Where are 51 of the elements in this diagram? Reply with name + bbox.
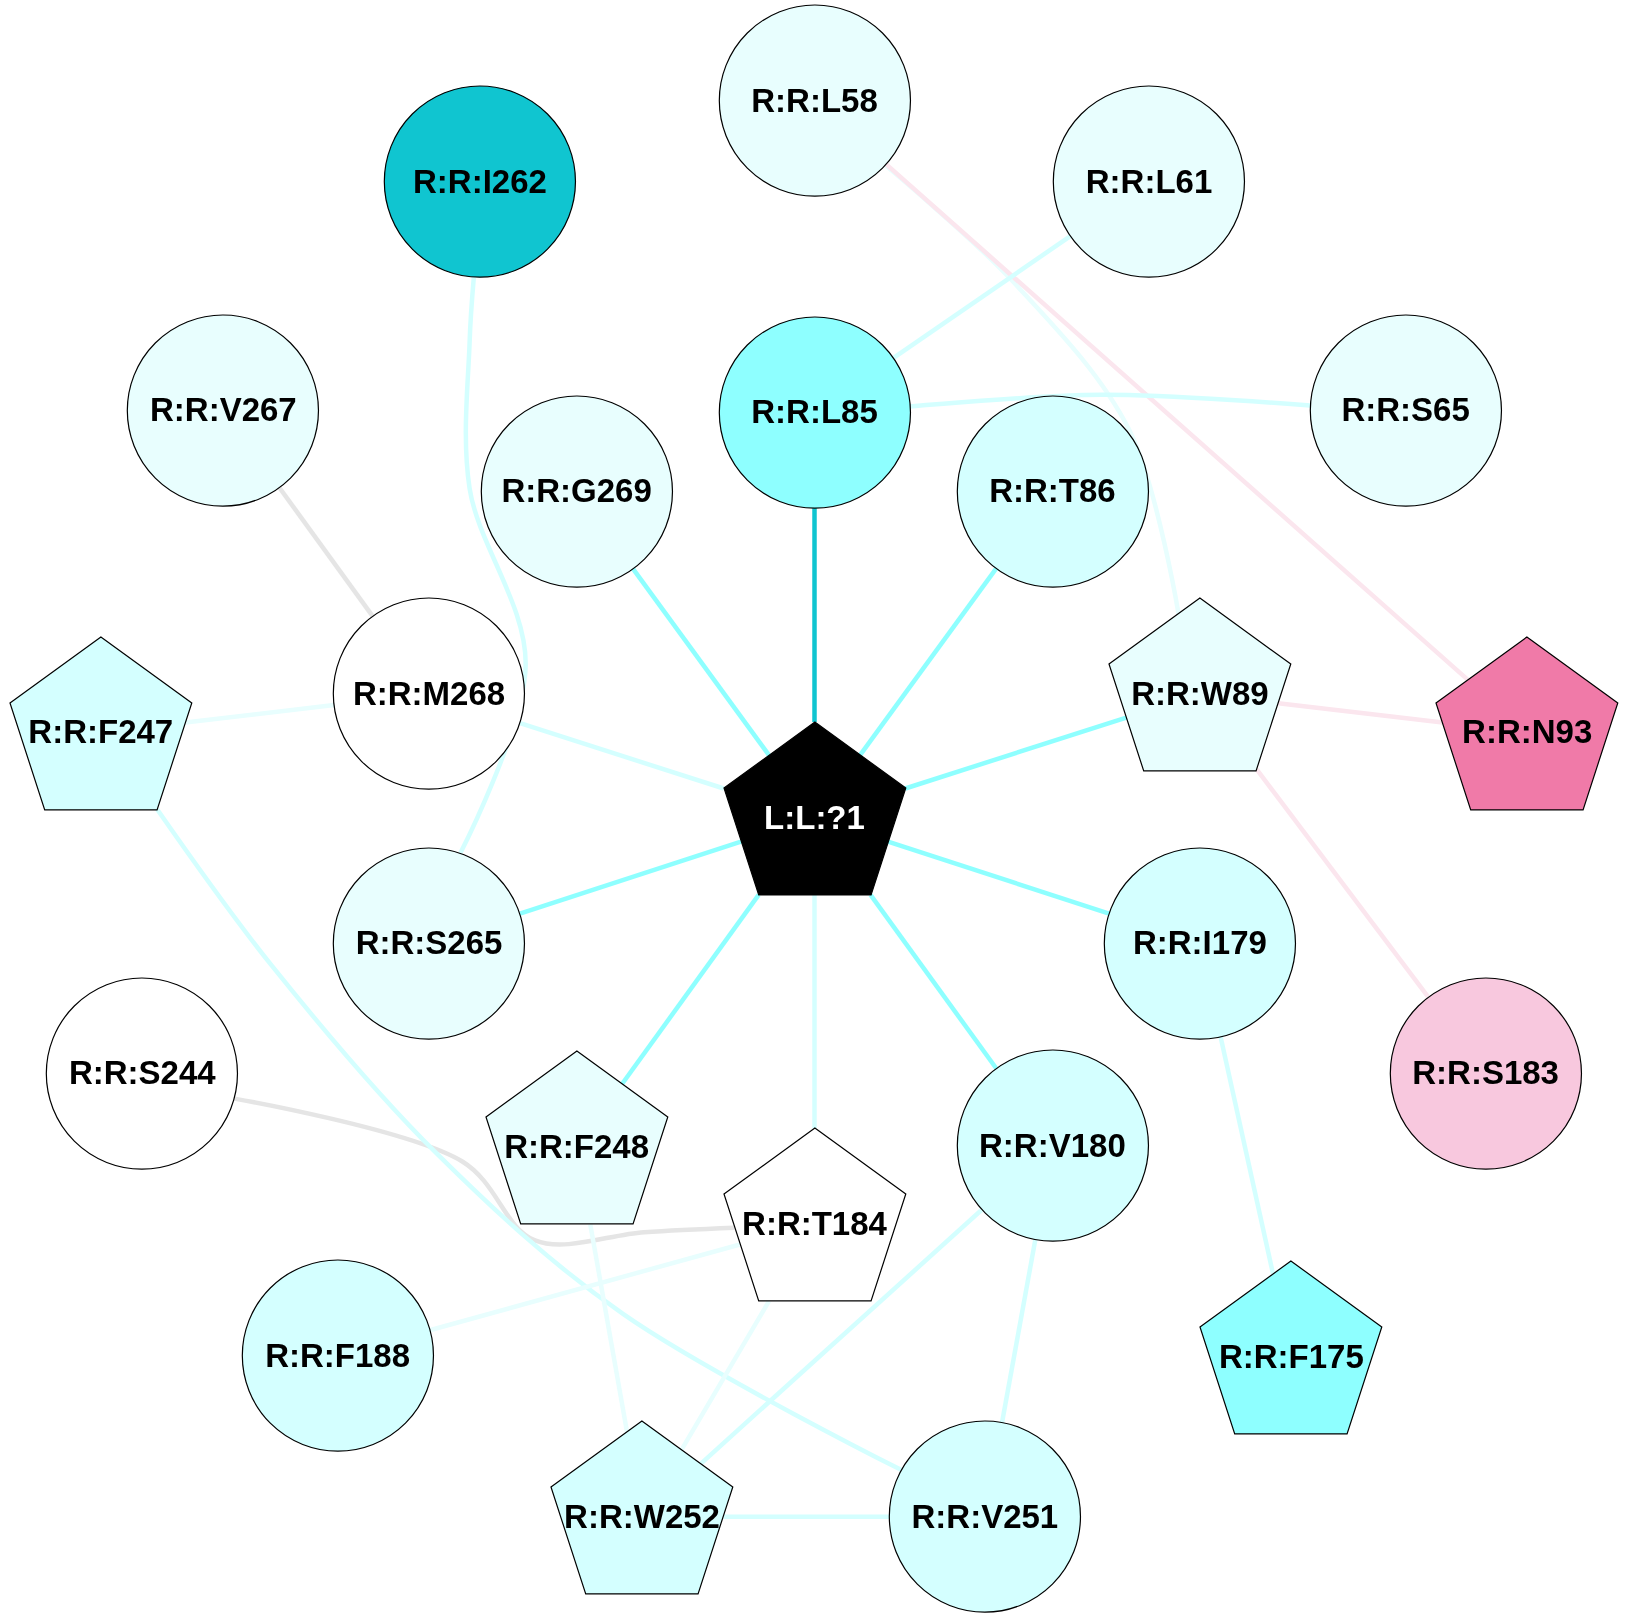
node-label: R:R:F175 bbox=[1217, 1337, 1365, 1376]
node-label: R:R:T86 bbox=[988, 472, 1117, 511]
connector-line bbox=[891, 234, 1072, 361]
node-label: R:R:S244 bbox=[67, 1054, 217, 1093]
connector-line bbox=[909, 392, 1311, 409]
node-label: R:R:I262 bbox=[412, 162, 548, 201]
connector-line bbox=[458, 277, 528, 855]
node-label: R:R:V180 bbox=[978, 1126, 1127, 1165]
connector-line bbox=[277, 486, 375, 618]
connector-line bbox=[1278, 700, 1443, 725]
node-label: R:R:F248 bbox=[503, 1127, 650, 1166]
node-label: R:R:N93 bbox=[1461, 713, 1594, 752]
connector-line bbox=[679, 1300, 771, 1451]
node-label: R:R:I179 bbox=[1131, 924, 1268, 963]
node-label: L:L:?1 bbox=[763, 798, 866, 837]
connector-line bbox=[887, 839, 1110, 916]
node-label: R:R:S65 bbox=[1340, 391, 1471, 430]
node-label: R:R:V267 bbox=[149, 391, 298, 430]
connector-line bbox=[155, 807, 903, 1473]
node-label: R:R:S265 bbox=[354, 924, 504, 963]
connector-line bbox=[999, 1239, 1038, 1424]
node-label: R:R:L58 bbox=[750, 81, 879, 120]
connector-line bbox=[185, 702, 335, 725]
connector-line bbox=[588, 1223, 630, 1433]
connector-line bbox=[812, 508, 817, 723]
node-label: R:R:W89 bbox=[1130, 675, 1270, 713]
connector-line bbox=[1218, 1036, 1276, 1275]
connector-line bbox=[519, 839, 742, 916]
connector-line bbox=[699, 1208, 983, 1466]
connector-line bbox=[723, 1514, 890, 1520]
node-label: R:R:G269 bbox=[500, 472, 653, 511]
node-label: R:R:F247 bbox=[27, 713, 175, 752]
node-label: R:R:T184 bbox=[741, 1204, 888, 1243]
connector-line bbox=[904, 715, 1127, 791]
connector-line bbox=[429, 1242, 741, 1333]
connector-line bbox=[812, 894, 817, 1129]
connector-line bbox=[234, 1096, 735, 1247]
node-label: R:R:L61 bbox=[1084, 162, 1214, 201]
node-label: R:R:M268 bbox=[351, 675, 507, 713]
connector-line bbox=[631, 567, 771, 757]
connector-line bbox=[1254, 768, 1430, 999]
connector-line bbox=[884, 162, 1470, 682]
node-label: R:R:S183 bbox=[1411, 1054, 1560, 1093]
connector-line bbox=[519, 721, 725, 791]
node-label: R:R:W252 bbox=[563, 1497, 721, 1536]
connector-line bbox=[868, 893, 999, 1070]
connector-line bbox=[858, 567, 998, 757]
node-label: R:R:F188 bbox=[264, 1336, 412, 1375]
connector-line bbox=[620, 893, 761, 1086]
node-label: R:R:L85 bbox=[750, 393, 879, 432]
node-label: R:R:V251 bbox=[910, 1497, 1060, 1536]
